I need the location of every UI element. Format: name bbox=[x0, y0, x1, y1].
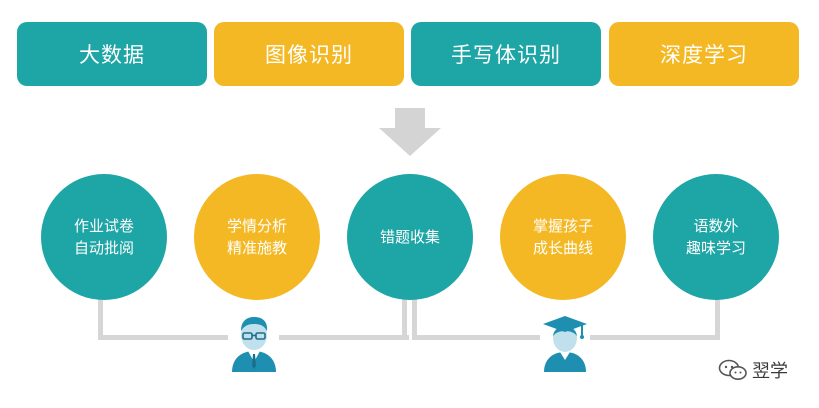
circle-fun-learning: 语数外 趣味学习 bbox=[653, 174, 779, 300]
circle-text-line2: 自动批阅 bbox=[73, 239, 134, 257]
circle-text-line1: 作业试卷 bbox=[73, 217, 134, 235]
circle-text-line2: 精准施教 bbox=[226, 239, 287, 257]
pill-label: 大数据 bbox=[79, 43, 145, 67]
pill-label: 图像识别 bbox=[265, 43, 353, 67]
circle-text-line1: 错题收集 bbox=[379, 228, 440, 246]
connector-line bbox=[279, 335, 409, 340]
circle-auto-grading: 作业试卷 自动批阅 bbox=[41, 174, 167, 300]
pill-big-data: 大数据 bbox=[17, 22, 207, 86]
connector-line bbox=[412, 298, 417, 338]
connector-line bbox=[98, 298, 103, 338]
watermark: 翌学 bbox=[718, 357, 788, 383]
teacher-icon bbox=[232, 317, 276, 372]
circle-mistake-collection: 错题收集 bbox=[347, 174, 473, 300]
watermark-text: 翌学 bbox=[752, 361, 788, 382]
circle-text-line2: 成长曲线 bbox=[532, 239, 593, 257]
connector-line bbox=[590, 335, 720, 340]
circle-learning-analysis: 学情分析 精准施教 bbox=[194, 174, 320, 300]
pill-deep-learning: 深度学习 bbox=[609, 22, 799, 86]
pill-label: 手写体识别 bbox=[451, 43, 561, 67]
wechat-icon bbox=[718, 359, 747, 380]
connector-line bbox=[98, 335, 228, 340]
connector-line bbox=[402, 298, 407, 338]
circle-text-line1: 掌握孩子 bbox=[532, 217, 593, 235]
circle-text-line1: 语数外 bbox=[693, 217, 739, 235]
circle-text-line2: 趣味学习 bbox=[685, 239, 746, 257]
student-graduate-icon bbox=[543, 316, 587, 372]
pill-label: 深度学习 bbox=[660, 43, 748, 67]
connector-line bbox=[412, 335, 540, 340]
pill-image-recognition: 图像识别 bbox=[214, 22, 404, 86]
pill-handwriting-recognition: 手写体识别 bbox=[411, 22, 601, 86]
connector-line bbox=[715, 298, 720, 338]
down-arrow-icon bbox=[379, 108, 441, 156]
circle-growth-curve: 掌握孩子 成长曲线 bbox=[500, 174, 626, 300]
circle-text-line1: 学情分析 bbox=[226, 217, 287, 235]
